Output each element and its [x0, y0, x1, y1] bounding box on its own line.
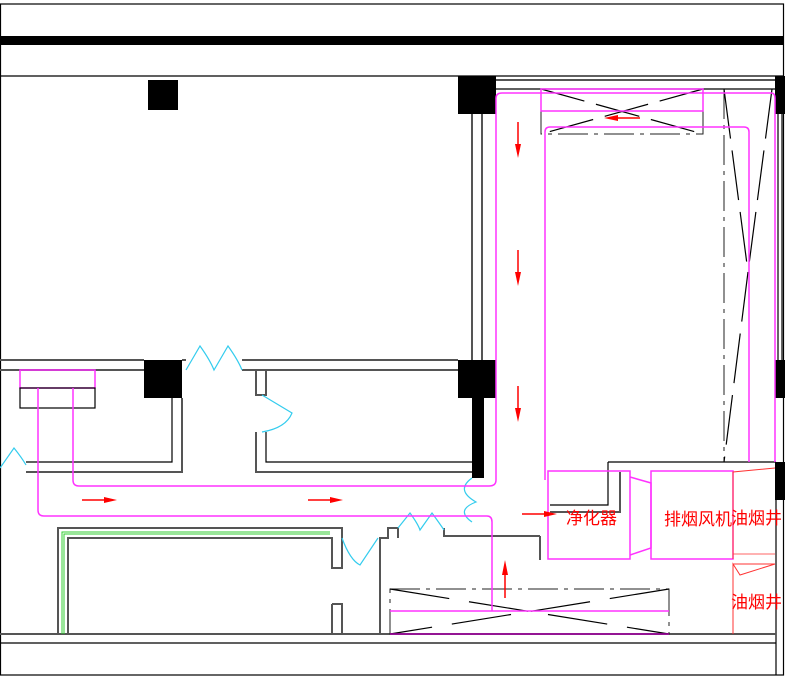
drawing-frame [0, 3, 785, 676]
structural-columns [144, 76, 785, 500]
arrow-right-icon [82, 497, 117, 503]
walls [0, 79, 783, 635]
oil-smoke-shaft-label: 油烟井 [731, 593, 782, 613]
arrow-down-icon [515, 386, 521, 422]
arrow-down-icon [515, 250, 521, 286]
purifier-label: 净化器 [566, 509, 617, 529]
arrow-left-icon [604, 115, 640, 121]
arrow-right-icon [522, 511, 557, 517]
flow-arrows [82, 115, 640, 598]
exhaust-ducts [19, 88, 776, 635]
arrow-down-icon [515, 122, 521, 158]
exhaust-fan-label: 排烟风机 [664, 510, 732, 530]
oil-smoke-shaft-label: 油烟井 [731, 509, 782, 529]
arrow-right-icon [308, 497, 343, 503]
green-line [61, 531, 330, 634]
door-swings [0, 344, 478, 566]
arrow-up-icon [502, 560, 508, 598]
equipment-right [723, 88, 773, 463]
